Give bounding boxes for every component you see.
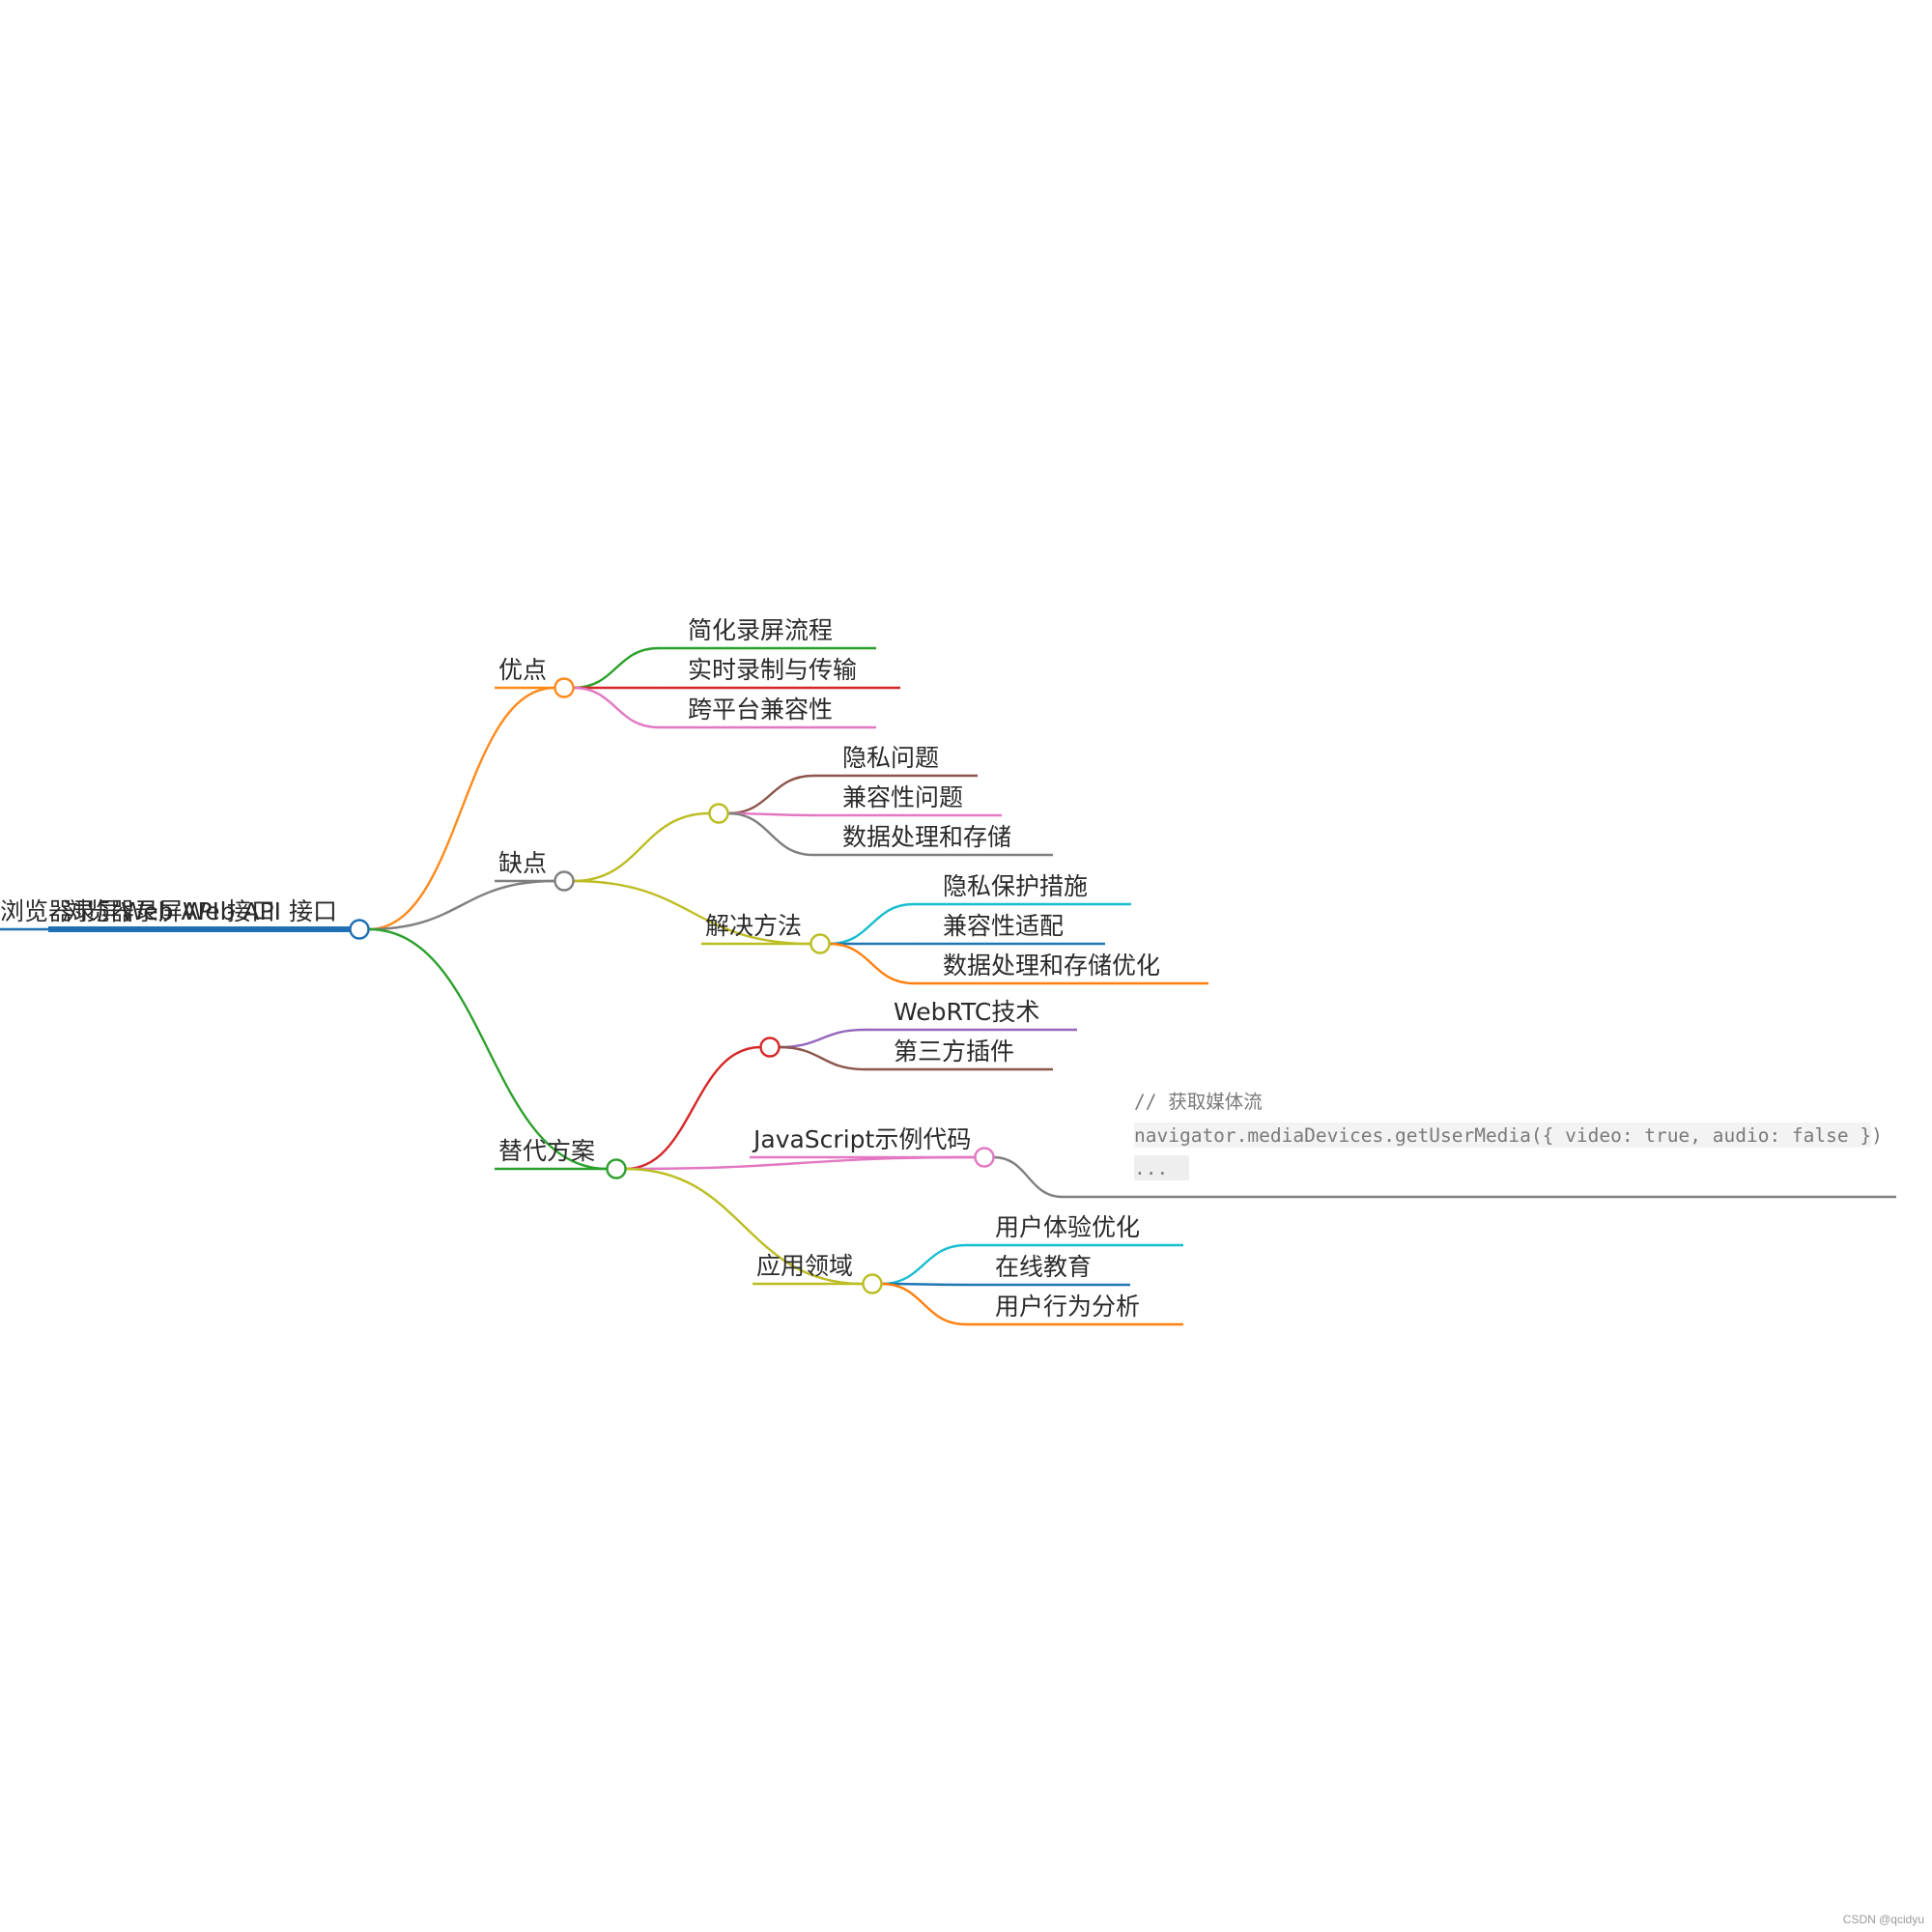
- leaf-edge: [778, 1045, 867, 1071]
- leaf-label: 数据处理和存储优化: [943, 952, 1160, 980]
- mind-map-edges: [0, 646, 1896, 1326]
- leaf-label: 兼容性适配: [943, 912, 1064, 940]
- leaf-edge: [880, 1282, 968, 1326]
- leaf-label: 跨平台兼容性: [688, 696, 833, 724]
- code-line: ...: [1134, 1157, 1168, 1179]
- branch-label: 优点: [498, 656, 547, 684]
- branch-label: 缺点: [498, 849, 547, 877]
- branch-node-circle[interactable]: [554, 677, 575, 698]
- branch-node-circle[interactable]: [974, 1147, 995, 1168]
- branch-node-circle[interactable]: [708, 803, 729, 824]
- code-line: navigator.mediaDevices.getUserMedia({ vi…: [1134, 1124, 1883, 1147]
- leaf-label: 在线教育: [995, 1253, 1092, 1281]
- branch-label: 浏览器录屏Web API 接口: [0, 897, 275, 925]
- watermark: CSDN @qcidyu: [1842, 1913, 1924, 1926]
- branch-node-circle[interactable]: [606, 1158, 627, 1179]
- leaf-edge: [828, 902, 916, 946]
- branch-edge: [572, 879, 812, 946]
- code-line-bg: [1134, 1155, 1189, 1180]
- branch-label: 应用领域: [756, 1252, 853, 1280]
- branch-label: 替代方案: [498, 1137, 595, 1165]
- branch-edge: [624, 1045, 762, 1171]
- leaf-label: 数据处理和存储: [842, 823, 1011, 851]
- branch-node-circle[interactable]: [759, 1037, 781, 1058]
- branch-edge: [572, 811, 711, 883]
- leaf-label: WebRTC技术: [894, 998, 1039, 1026]
- leaf-edge: [778, 1028, 867, 1049]
- branch-edge: [367, 686, 556, 931]
- leaf-edge: [828, 942, 916, 985]
- branch-label: 解决方法: [705, 912, 802, 940]
- branch-edge: [367, 927, 609, 1171]
- code-line-bg: [1134, 1122, 1871, 1148]
- leaf-label: 实时录制与传输: [688, 656, 857, 684]
- code-line: // 获取媒体流: [1134, 1091, 1263, 1113]
- branch-edge: [367, 879, 556, 931]
- branch-edge: [624, 1155, 977, 1171]
- leaf-label: 用户体验优化: [995, 1213, 1140, 1241]
- branch-node-circle[interactable]: [810, 933, 831, 954]
- leaf-edge: [992, 1155, 1065, 1199]
- leaf-label: 兼容性问题: [842, 783, 963, 811]
- leaf-edge: [880, 1243, 968, 1286]
- leaf-edge: [726, 811, 815, 857]
- leaf-label: 隐私保护措施: [943, 872, 1088, 900]
- leaf-label: 隐私问题: [842, 744, 939, 772]
- leaf-label: 简化录屏流程: [688, 616, 833, 644]
- branch-node-circle[interactable]: [862, 1273, 883, 1294]
- branch-node-circle[interactable]: [554, 870, 575, 892]
- leaf-edge: [572, 686, 661, 729]
- root-label: 浏览器录屏Web API 接口: [62, 897, 337, 925]
- leaf-edge: [726, 774, 815, 815]
- leaf-label: 第三方插件: [894, 1037, 1014, 1065]
- branch-label: JavaScript示例代码: [752, 1125, 971, 1153]
- branch-edge: [624, 1167, 865, 1286]
- root-node-circle[interactable]: [349, 919, 370, 940]
- leaf-edge: [572, 646, 661, 690]
- leaf-label: 用户行为分析: [995, 1293, 1140, 1321]
